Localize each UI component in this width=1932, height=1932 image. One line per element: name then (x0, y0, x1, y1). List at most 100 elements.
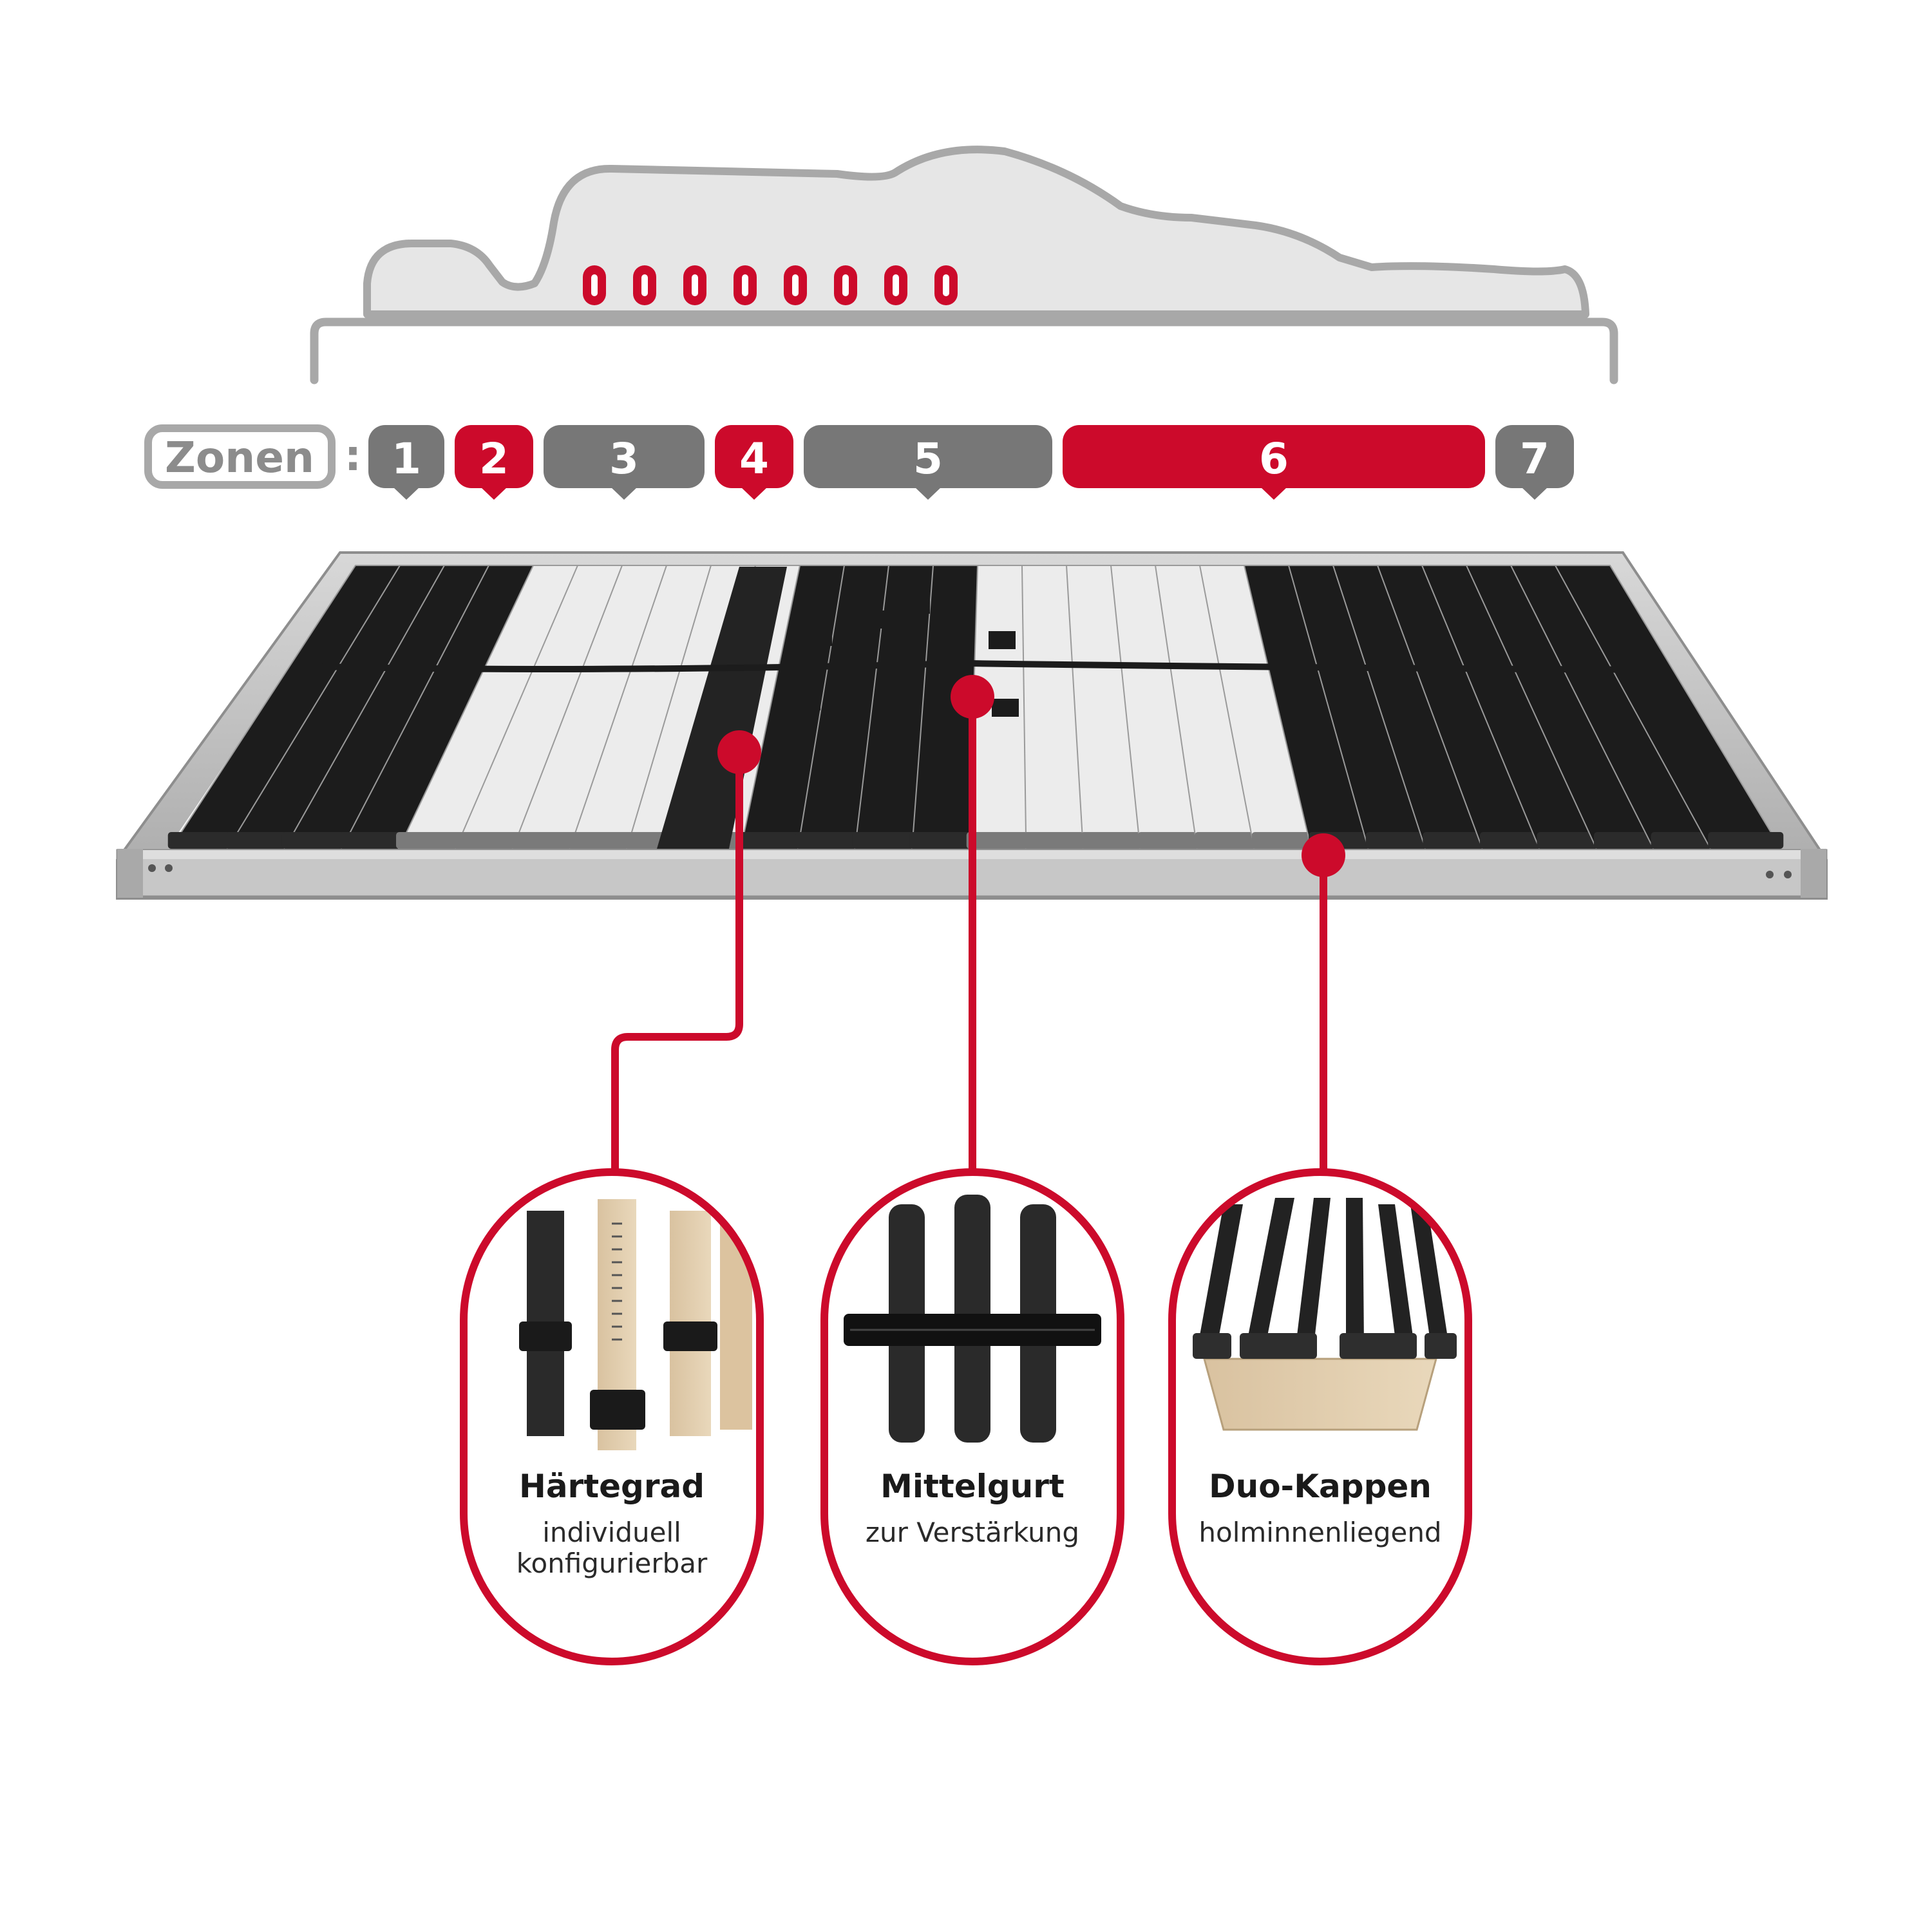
zone-number: 3 (609, 434, 639, 484)
feature-capsule-border (1168, 1168, 1472, 1665)
zone-pointer (1260, 487, 1287, 500)
zone-number: 1 (392, 434, 421, 484)
feature-subtitle: holminnenliegend (1198, 1517, 1441, 1548)
slider-clip (837, 720, 864, 738)
zones-separator: : (345, 431, 361, 480)
slat-cap (167, 832, 243, 849)
pressure-indicator-core (641, 274, 648, 296)
feature-card-strap: Mittelgurt zur Verstärkung (820, 1168, 1124, 1665)
feature-subtitle: konfigurierbar (516, 1548, 708, 1579)
feature-subtitle: zur Verstärkung (866, 1517, 1079, 1548)
slat-cap (966, 832, 1042, 849)
slatted-frame (116, 551, 1828, 900)
slat-cap (339, 832, 415, 849)
pressure-indicator-core (893, 274, 899, 296)
slat-cap (396, 832, 472, 849)
zone-number: 4 (739, 434, 769, 484)
slider-clip (947, 605, 974, 623)
pressure-indicator-core (742, 274, 748, 296)
slat (1554, 565, 1783, 849)
zone-badge-4: 4 (715, 425, 793, 500)
slats (167, 565, 1784, 849)
zone-badge-bg (544, 425, 705, 488)
center-strap (321, 659, 1662, 673)
rail-screw (165, 864, 173, 872)
zone-pointer (611, 487, 638, 500)
zone-badge-bg (1063, 425, 1485, 488)
pressure-indicator-core (692, 274, 698, 296)
body-silhouette (363, 146, 1589, 318)
duo-cap (1193, 1333, 1231, 1359)
feature-title: Duo-Kappen (1209, 1468, 1432, 1505)
zones-row: Zonen : 1 2 3 4 5 6 (144, 424, 1574, 500)
dark-slat (1296, 1198, 1331, 1346)
rail-screw (148, 864, 156, 872)
slider-clip (793, 692, 820, 710)
dark-slat (1246, 1198, 1294, 1346)
slat-cap (281, 832, 357, 849)
pressure-indicator-core (943, 274, 949, 296)
zone-badge-bg (368, 425, 444, 488)
center-strap-photo (844, 1195, 1101, 1443)
zone-pointer (914, 487, 942, 500)
callout-line-hardness (611, 748, 743, 1176)
slat-cap (510, 832, 586, 849)
feature-title: Mittelgurt (880, 1468, 1065, 1505)
slider-clip (864, 611, 891, 629)
feature-card-caps: Duo-Kappen holminnenliegend (1168, 1168, 1472, 1665)
slat-cap (1080, 832, 1156, 849)
rail-screw (1784, 871, 1792, 878)
rail-end-cap-left (117, 849, 143, 898)
callout-dot-hardness (717, 730, 761, 774)
slat-cap (225, 832, 301, 849)
pressure-indicator-core (591, 274, 598, 296)
slider-clip (903, 596, 930, 614)
scale-marks (612, 1222, 622, 1341)
zone-badge-3: 3 (544, 425, 705, 500)
dark-slat (1410, 1204, 1449, 1346)
dark-slat (1198, 1204, 1243, 1346)
duo-cap (1240, 1333, 1317, 1359)
slider-clip (992, 699, 1019, 717)
slider-clip (942, 721, 969, 739)
zone-pointer (480, 487, 507, 500)
pressure-indicator-core (842, 274, 849, 296)
feature-title: Härtegrad (519, 1468, 705, 1505)
feature-card-hardness: Härtegrad individuell konfigurierbar (460, 1168, 764, 1665)
slat-cap (453, 832, 529, 849)
rail-end-cap-right (1801, 849, 1826, 898)
callouts (611, 693, 1327, 1176)
slat-cap (909, 832, 985, 849)
slat-cap (1137, 832, 1213, 849)
slat-cap (852, 832, 928, 849)
zone-number: 6 (1259, 434, 1289, 484)
zone-badge-bg (715, 425, 793, 488)
zone-badge-1: 1 (368, 425, 444, 500)
pressure-indicators (583, 265, 958, 305)
slat-cap (738, 832, 814, 849)
slat-cap (567, 832, 643, 849)
rail-screw (1766, 871, 1774, 878)
sleeping-person-shape (363, 146, 1589, 318)
slider-clip (663, 1321, 717, 1351)
callout-dot-strap (951, 675, 994, 719)
zone-badge-6: 6 (1063, 425, 1485, 500)
feature-capsule-border (820, 1168, 1124, 1665)
slider-clip (805, 628, 832, 646)
duo-cap (1425, 1333, 1457, 1359)
zone-badge-2: 2 (455, 425, 533, 500)
zones-label: Zonen (165, 433, 314, 482)
callout-dot-caps (1302, 833, 1345, 877)
zone-pointer (393, 487, 420, 500)
feature-subtitle: individuell (542, 1517, 681, 1548)
mattress-outline (310, 317, 1618, 384)
zone-badge-7: 7 (1495, 425, 1574, 500)
slider-clip (887, 739, 914, 757)
slider-clip (590, 1390, 645, 1430)
slider-clip (519, 1321, 572, 1351)
zone-badge-bg (455, 425, 533, 488)
slat-cap (795, 832, 871, 849)
slat-cap (1708, 832, 1784, 849)
